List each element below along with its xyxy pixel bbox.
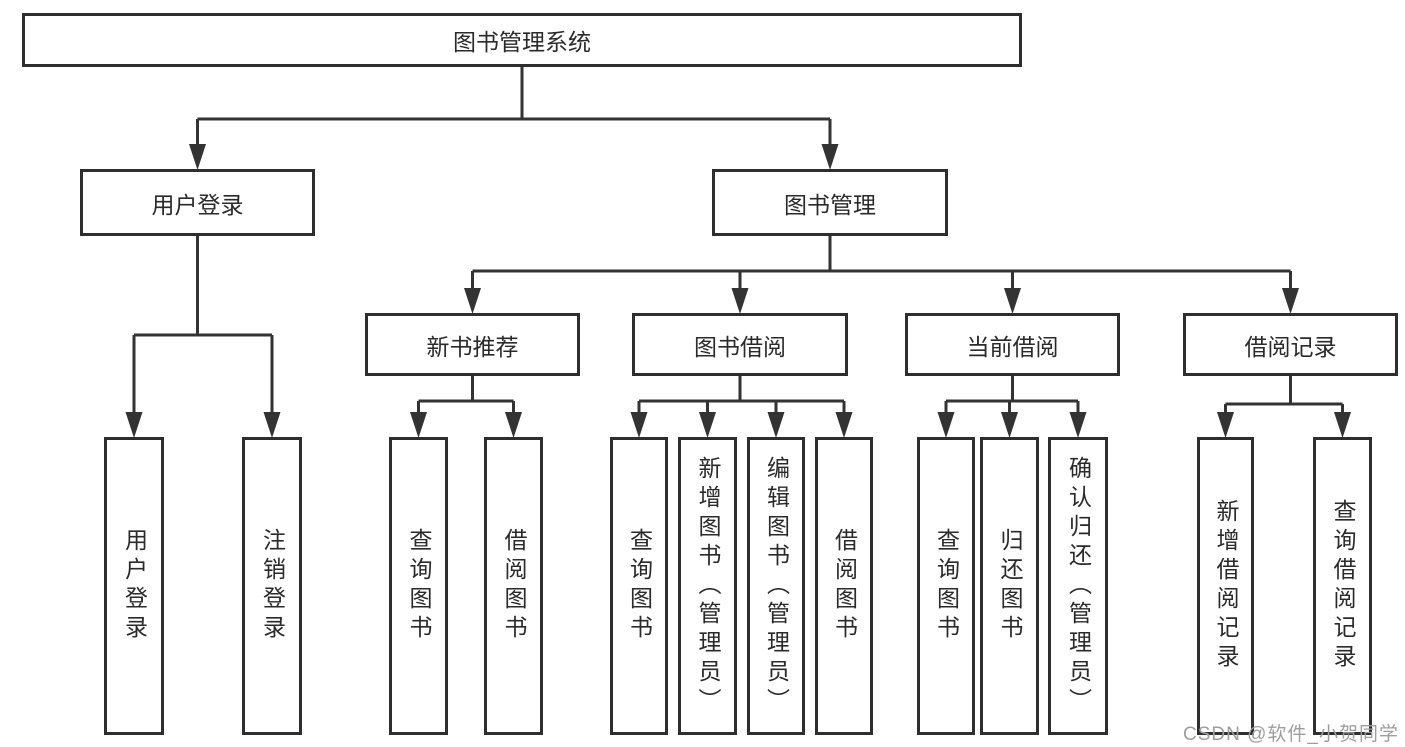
leaf-query-borrow-record: 查询借阅记录 bbox=[1313, 437, 1372, 735]
node-borrowing-records: 借阅记录 bbox=[1183, 313, 1398, 376]
leaf-confirm-return-admin: 确认归还（管理员） bbox=[1048, 437, 1108, 735]
leaf-borrow-query-books: 查询图书 bbox=[610, 437, 668, 735]
leaf-rec-query-books: 查询图书 bbox=[389, 437, 448, 735]
node-root-system: 图书管理系统 bbox=[22, 13, 1022, 67]
node-current-borrowing: 当前借阅 bbox=[905, 313, 1120, 376]
leaf-rec-borrow-books: 借阅图书 bbox=[484, 437, 543, 735]
connector-paths bbox=[132, 67, 1344, 418]
leaf-add-borrow-record: 新增借阅记录 bbox=[1197, 437, 1254, 735]
leaf-borrow-books: 借阅图书 bbox=[815, 437, 873, 735]
leaf-return-books: 归还图书 bbox=[980, 437, 1039, 735]
watermark-text: CSDN @软件_小贺同学 bbox=[1183, 724, 1399, 745]
leaf-add-books-admin: 新增图书（管理员） bbox=[678, 437, 737, 735]
leaf-current-query-books: 查询图书 bbox=[917, 437, 975, 735]
node-book-management-module: 图书管理 bbox=[712, 169, 948, 236]
leaf-logout: 注销登录 bbox=[242, 437, 302, 735]
leaf-user-login: 用户登录 bbox=[104, 437, 164, 735]
leaf-edit-books-admin: 编辑图书（管理员） bbox=[747, 437, 805, 735]
node-user-login-module: 用户登录 bbox=[80, 169, 315, 236]
arrowheads bbox=[125, 144, 1351, 438]
node-book-borrowing: 图书借阅 bbox=[632, 313, 848, 376]
node-new-book-recommendation: 新书推荐 bbox=[365, 313, 580, 376]
